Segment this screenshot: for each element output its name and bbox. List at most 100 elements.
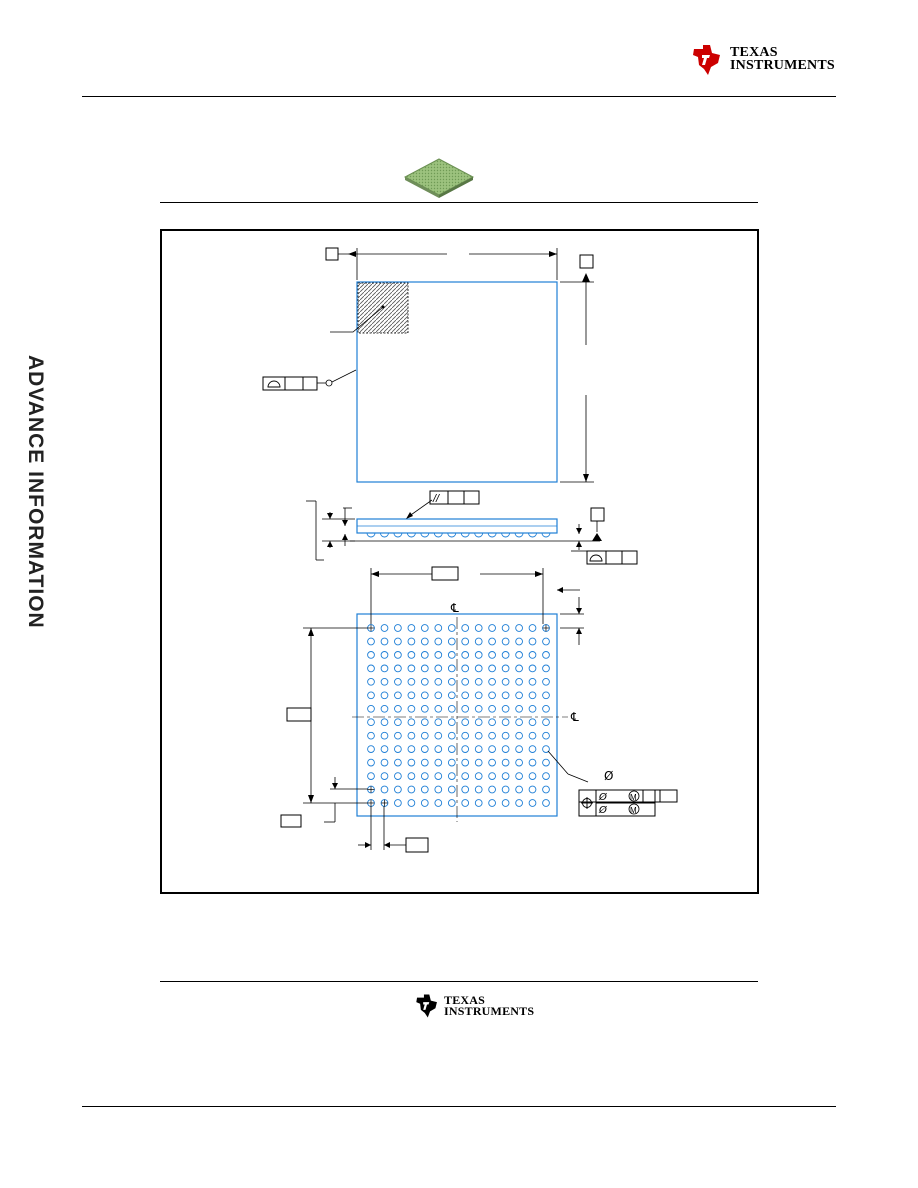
bga-package-icon (403, 158, 475, 198)
solder-ball (434, 664, 443, 673)
side-solder-ball (366, 532, 376, 538)
solder-ball (461, 637, 470, 646)
solder-ball (542, 718, 550, 727)
solder-ball (528, 785, 537, 794)
pitch-dim-box-bottom-left (280, 814, 302, 828)
solder-ball (407, 677, 416, 686)
solder-ball (461, 785, 470, 794)
solder-ball (447, 745, 456, 753)
parallelism-tolerance-frame: // (406, 490, 480, 519)
solder-ball (447, 799, 456, 807)
solder-ball (501, 758, 510, 767)
solder-ball (434, 637, 443, 646)
header-logo[interactable]: TEXAS INSTRUMENTS (690, 43, 835, 77)
solder-ball (434, 677, 443, 686)
solder-ball (528, 731, 537, 740)
side-solder-ball (487, 532, 497, 538)
solder-ball (394, 758, 402, 767)
header-logo-text: TEXAS INSTRUMENTS (730, 46, 835, 73)
solder-ball (461, 799, 470, 807)
pitch-dim-box-left (286, 707, 312, 722)
solder-ball (447, 772, 456, 780)
solder-ball (434, 718, 443, 727)
footer-logo[interactable]: TEXAS INSTRUMENTS (414, 992, 534, 1020)
solder-ball (447, 704, 456, 713)
solder-ball (488, 772, 496, 780)
solder-ball (488, 637, 496, 646)
solder-ball (515, 624, 523, 632)
solder-ball (501, 745, 510, 753)
solder-ball (420, 758, 429, 767)
solder-ball (367, 677, 375, 686)
solder-ball (447, 651, 456, 659)
side-solder-ball (447, 532, 457, 538)
solder-ball (528, 677, 537, 686)
solder-ball (367, 731, 375, 740)
solder-ball (488, 785, 496, 794)
solder-ball (461, 745, 470, 753)
solder-ball (461, 691, 470, 700)
solder-ball (542, 745, 550, 753)
solder-ball-row (366, 532, 551, 538)
solder-ball (515, 677, 523, 686)
side-solder-ball (514, 532, 524, 538)
solder-ball (501, 799, 510, 807)
solder-ball (420, 799, 429, 807)
solder-ball (380, 731, 389, 740)
side-solder-ball (460, 532, 470, 538)
solder-ball (515, 731, 523, 740)
solder-ball (380, 664, 389, 673)
solder-ball (528, 772, 537, 780)
solder-ball (474, 704, 483, 713)
solder-ball (501, 704, 510, 713)
solder-ball (394, 731, 402, 740)
solder-ball (367, 772, 375, 780)
solder-ball (407, 651, 416, 659)
solder-ball (501, 624, 510, 632)
solder-ball (447, 785, 456, 794)
solder-ball (407, 799, 416, 807)
solder-ball (420, 637, 429, 646)
footer-rule (82, 1106, 836, 1107)
solder-ball (380, 785, 389, 794)
solder-ball (542, 651, 550, 659)
solder-ball (461, 731, 470, 740)
solder-ball (380, 745, 389, 753)
solder-ball (501, 651, 510, 659)
solder-ball (515, 718, 523, 727)
solder-ball (515, 664, 523, 673)
solder-ball (488, 664, 496, 673)
solder-ball (434, 691, 443, 700)
solder-ball (447, 731, 456, 740)
solder-ball (528, 664, 537, 673)
solder-ball (380, 637, 389, 646)
solder-ball (407, 664, 416, 673)
solder-ball (528, 624, 537, 632)
solder-ball (488, 651, 496, 659)
solder-ball (394, 664, 402, 673)
solder-ball (461, 664, 470, 673)
solder-ball (420, 677, 429, 686)
mmc-symbol-1: M (630, 793, 637, 802)
side-solder-ball (501, 532, 511, 538)
solder-ball (488, 758, 496, 767)
solder-ball (420, 718, 429, 727)
solder-ball (447, 664, 456, 673)
solder-ball (407, 704, 416, 713)
solder-ball (380, 718, 389, 727)
solder-ball (474, 758, 483, 767)
solder-ball (474, 731, 483, 740)
solder-ball (501, 785, 510, 794)
solder-ball (528, 799, 537, 807)
section-rule-top (160, 202, 758, 203)
solder-ball (380, 758, 389, 767)
footer-logo-text: TEXAS INSTRUMENTS (444, 994, 534, 1017)
solder-ball (501, 718, 510, 727)
solder-ball (528, 718, 537, 727)
solder-ball (420, 772, 429, 780)
solder-ball (542, 772, 550, 780)
solder-ball (515, 637, 523, 646)
solder-ball (461, 758, 470, 767)
solder-ball (394, 745, 402, 753)
parallelism-symbol: // (432, 493, 440, 505)
